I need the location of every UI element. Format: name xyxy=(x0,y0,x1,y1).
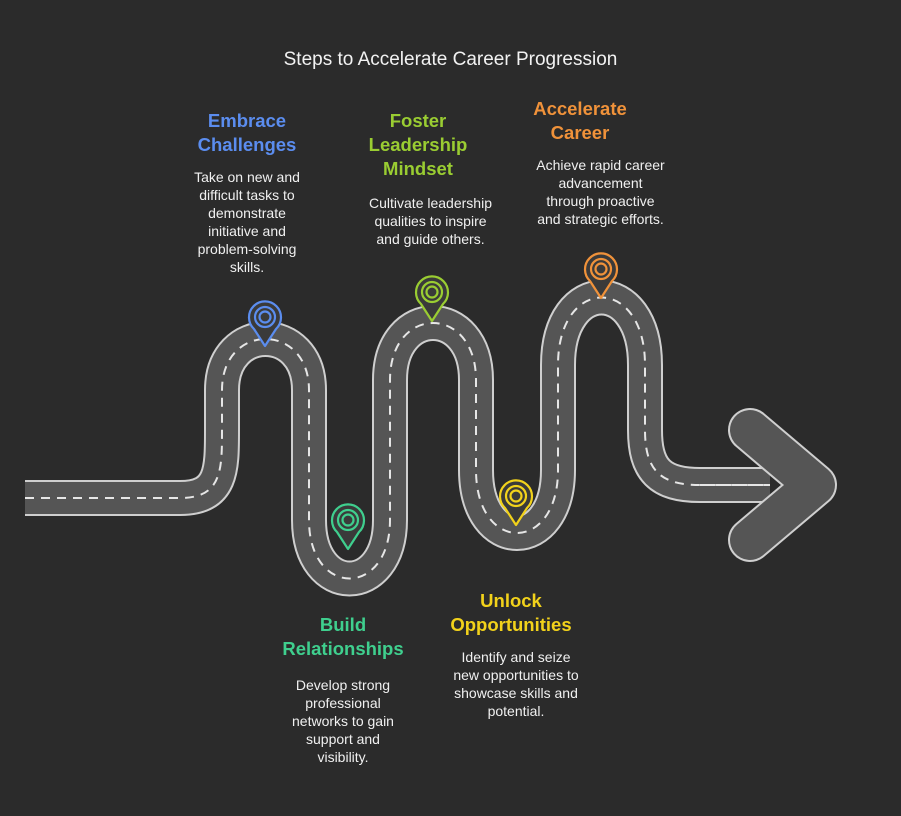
step-description-foster-leadership-mindset: Cultivate leadership qualities to inspir… xyxy=(369,195,492,247)
road-arrow-head xyxy=(700,408,837,562)
step-title-accelerate-career: Accelerate Career xyxy=(533,98,627,143)
location-pin-icon xyxy=(414,275,450,323)
location-pin-icon xyxy=(498,479,534,527)
step-title-embrace-challenges: Embrace Challenges xyxy=(197,110,297,155)
step-title-foster-leadership-mindset: Foster Leadership Mindset xyxy=(368,110,468,179)
location-pin-icon xyxy=(247,300,283,348)
step-description-build-relationships: Develop strong professional networks to … xyxy=(292,677,394,765)
step-description-embrace-challenges: Take on new and difficult tasks to demon… xyxy=(194,169,300,275)
location-pin-icon xyxy=(330,503,366,551)
location-pin-icon xyxy=(583,252,619,300)
step-description-accelerate-career: Achieve rapid career advancement through… xyxy=(536,157,665,227)
step-title-build-relationships: Build Relationships xyxy=(282,614,404,659)
step-title-unlock-opportunities: Unlock Opportunities xyxy=(450,590,572,635)
road-path xyxy=(25,279,770,597)
page-title: Steps to Accelerate Career Progression xyxy=(283,49,618,70)
step-description-unlock-opportunities: Identify and seize new opportunities to … xyxy=(453,649,579,719)
